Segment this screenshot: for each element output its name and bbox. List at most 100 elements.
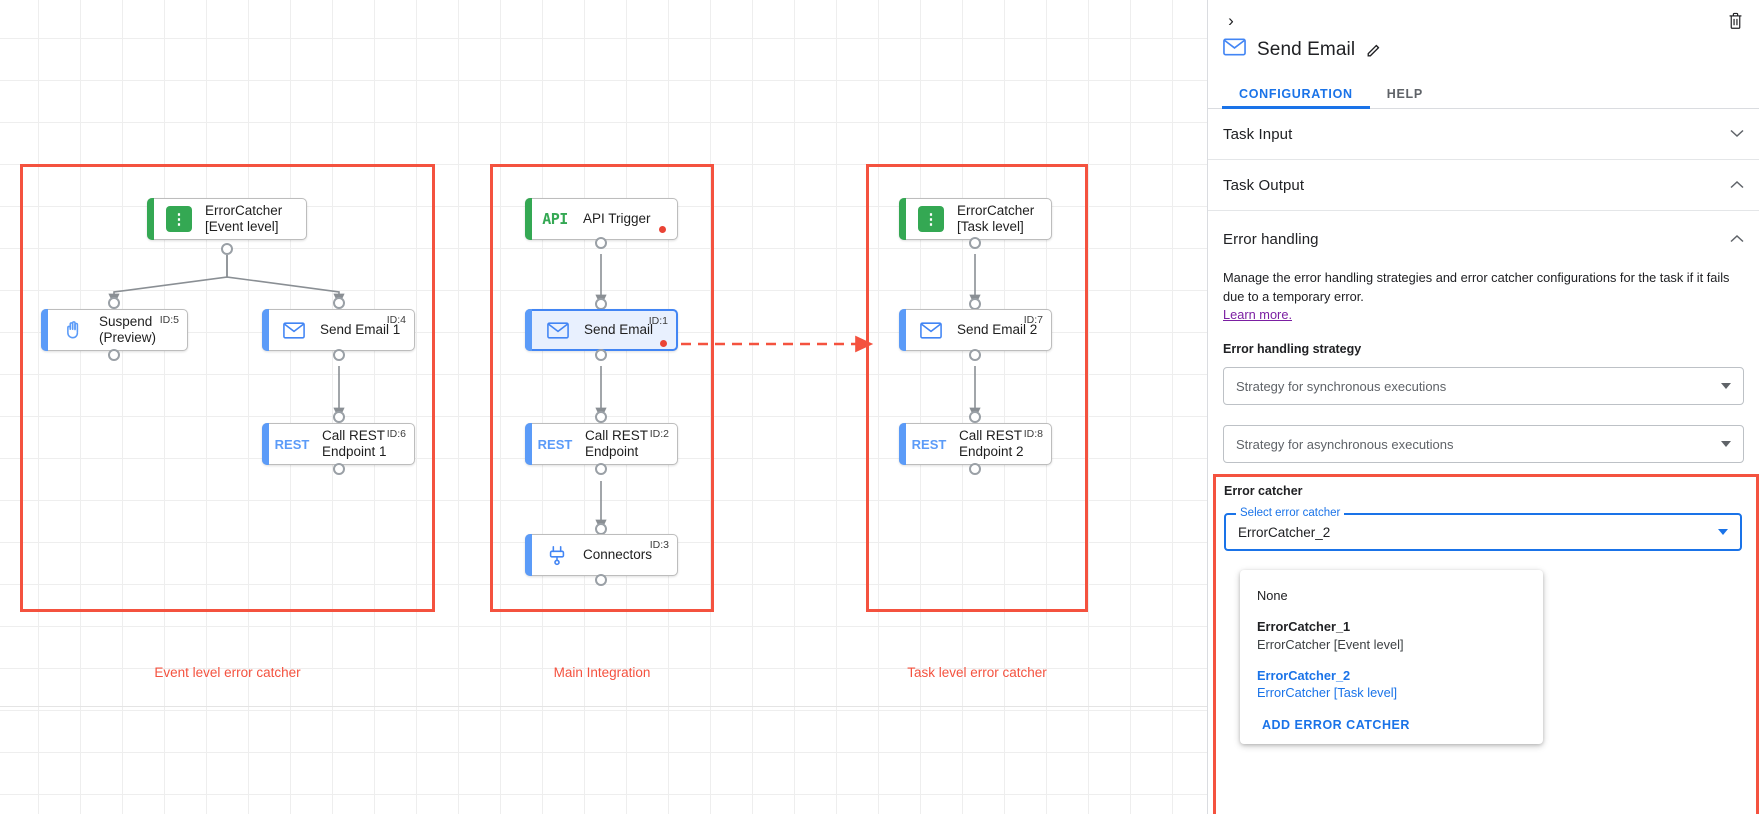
node-send-email-2[interactable]: Send Email 2 ID:7 [899,309,1052,351]
error-handling-description: Manage the error handling strategies and… [1223,270,1730,304]
tab-help[interactable]: HELP [1386,86,1423,101]
section-title: Error handling [1223,230,1319,248]
rest-icon: REST [274,436,310,452]
node-api-trigger[interactable]: API API Trigger [525,198,678,240]
option-secondary: ErrorCatcher [Event level] [1257,636,1404,652]
section-error-handling: Error handling Manage the error handling… [1208,211,1759,464]
section-task-input: Task Input [1208,109,1759,160]
option-primary: ErrorCatcher_2 [1257,667,1351,683]
socket-out[interactable] [333,349,345,361]
add-error-catcher-button[interactable]: ADD ERROR CATCHER [1262,718,1410,733]
socket-out[interactable] [969,237,981,249]
socket-out[interactable] [595,349,607,361]
socket-out[interactable] [595,574,607,586]
async-strategy-select[interactable]: Strategy for asynchronous executions [1223,425,1744,464]
node-id-tag: ID:2 [649,428,669,440]
node-accent-bar [525,198,532,240]
envelope-icon [918,317,944,343]
panel-title-row: Send Email [1223,38,1382,61]
tab-configuration[interactable]: CONFIGURATION [1222,78,1370,109]
node-id-tag: ID:4 [386,314,406,326]
socket-out[interactable] [969,349,981,361]
rest-icon: REST [911,436,947,452]
node-label: Send Email 1 [320,322,401,338]
option-primary: None [1257,588,1288,603]
node-id-tag: ID:7 [1023,314,1043,326]
chevron-right-icon[interactable]: › [1228,11,1234,30]
chevron-down-icon[interactable] [1730,127,1744,141]
socket-in[interactable] [969,411,981,423]
node-label: Suspend (Preview) [99,314,157,345]
section-task-output-header[interactable]: Task Output [1223,160,1744,210]
section-error-handling-header[interactable]: Error handling [1223,211,1744,267]
node-connectors[interactable]: Connectors ID:3 [525,534,678,576]
socket-in[interactable] [333,411,345,423]
learn-more-link[interactable]: Learn more. [1223,307,1292,323]
error-catcher-select[interactable]: Select error catcher ErrorCatcher_2 [1224,507,1742,551]
group-box-main-integration [490,164,714,612]
node-accent-bar [525,423,532,465]
node-send-email-1[interactable]: Send Email 1 ID:4 [262,309,415,351]
dropdown-option-errorcatcher-2[interactable]: ErrorCatcher_2 ErrorCatcher [Task level] [1240,660,1543,709]
node-call-rest-endpoint-1[interactable]: REST Call REST Endpoint 1 ID:6 [262,423,415,465]
canvas-divider [0,706,1207,707]
node-error-catcher-task-level[interactable]: ⋮ ErrorCatcher [Task level] [899,198,1052,240]
trash-icon[interactable] [1721,7,1749,35]
option-primary: ErrorCatcher_1 [1257,619,1351,635]
node-accent-bar [525,309,532,351]
option-secondary: ErrorCatcher [Task level] [1257,685,1398,701]
chevron-up-icon[interactable] [1730,232,1744,246]
socket-in[interactable] [333,297,345,309]
socket-out[interactable] [595,463,607,475]
dropdown-option-errorcatcher-1[interactable]: ErrorCatcher_1 ErrorCatcher [Event level… [1240,611,1543,660]
node-label: Send Email 2 [957,322,1038,338]
connectors-icon [544,542,570,568]
node-id-tag: ID:3 [649,539,669,551]
node-label: Connectors [583,547,653,563]
dropdown-option-none[interactable]: None [1240,580,1543,611]
envelope-icon [281,317,307,343]
socket-out[interactable] [595,237,607,249]
error-catcher-value: ErrorCatcher_2 [1238,524,1331,540]
socket-in[interactable] [108,297,120,309]
error-indicator-dot [659,226,666,233]
node-label: ErrorCatcher [Event level] [205,203,283,234]
envelope-icon [1223,38,1246,61]
error-indicator-dot [660,340,667,347]
socket-in[interactable] [595,411,607,423]
node-call-rest-endpoint-2[interactable]: REST Call REST Endpoint 2 ID:8 [899,423,1052,465]
socket-out[interactable] [108,349,120,361]
node-label: Send Email [584,322,654,338]
node-send-email[interactable]: Send Email ID:1 [525,309,678,351]
node-id-tag: ID:8 [1023,428,1043,440]
node-id-tag: ID:6 [386,428,406,440]
node-error-catcher-event-level[interactable]: ⋮ ErrorCatcher [Event level] [147,198,307,240]
node-id-tag: ID:1 [648,315,668,327]
sync-strategy-placeholder: Strategy for synchronous executions [1236,378,1447,394]
node-label: Call REST Endpoint [585,428,649,459]
node-label: Call REST Endpoint 1 [322,428,387,459]
async-strategy-placeholder: Strategy for asynchronous executions [1236,436,1454,452]
error-catcher-dropdown-menu[interactable]: None ErrorCatcher_1 ErrorCatcher [Event … [1240,570,1543,745]
socket-out[interactable] [969,463,981,475]
pencil-icon[interactable] [1366,42,1382,58]
chevron-up-icon[interactable] [1730,178,1744,192]
node-accent-bar [262,309,269,351]
hand-icon [60,317,86,343]
node-id-tag: ID:5 [159,314,179,326]
workflow-canvas[interactable]: Event level error catcher Main Integrati… [0,0,1207,814]
node-call-rest-endpoint[interactable]: REST Call REST Endpoint ID:2 [525,423,678,465]
node-accent-bar [899,423,906,465]
socket-out[interactable] [221,243,233,255]
page-title: Send Email [1257,38,1356,60]
section-task-input-header[interactable]: Task Input [1223,109,1744,159]
error-catcher-icon: ⋮ [918,206,944,232]
socket-out[interactable] [333,463,345,475]
error-catcher-highlight-region: Error catcher Select error catcher Error… [1213,474,1759,814]
panel-tabs: CONFIGURATION HELP [1208,78,1759,109]
sync-strategy-select[interactable]: Strategy for synchronous executions [1223,367,1744,406]
api-icon: API [542,210,568,228]
section-title: Task Output [1223,176,1305,194]
node-suspend[interactable]: Suspend (Preview) ID:5 [41,309,188,351]
node-accent-bar [41,309,48,351]
